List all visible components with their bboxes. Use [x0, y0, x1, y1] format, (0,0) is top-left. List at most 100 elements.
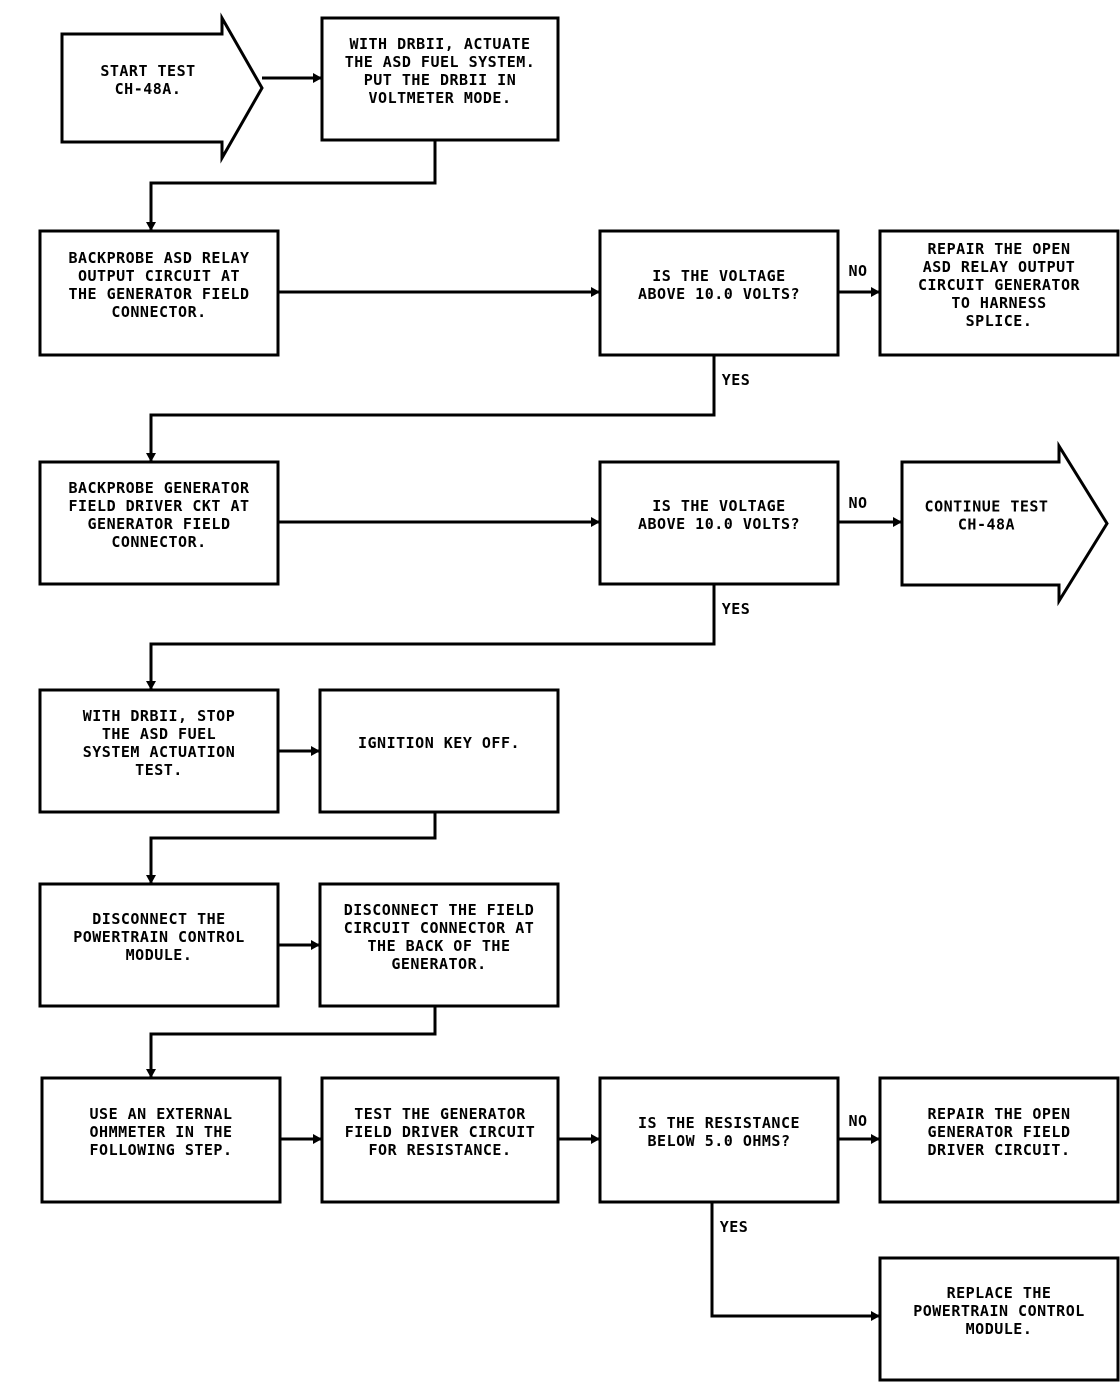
node-text-line: CONTINUE TEST	[925, 498, 1049, 516]
node-text-line: FOR RESISTANCE.	[369, 1141, 512, 1159]
node-text-line: TEST.	[135, 761, 183, 779]
arrowhead-icon	[146, 453, 156, 462]
connector-disconnect_pcm-to-disconnect_field	[278, 940, 320, 950]
node-text-line: CONNECTOR.	[111, 533, 206, 551]
node-text-line: DISCONNECT THE	[92, 910, 225, 928]
connector-q_voltage_2-to-stop_test	[146, 584, 716, 690]
connector-actuate-to-backprobe_relay	[146, 140, 437, 231]
connector-q_voltage_1-to-backprobe_driver	[146, 355, 716, 462]
arrowhead-icon	[591, 517, 600, 527]
arrowhead-icon	[146, 681, 156, 690]
flow-node-key_off: IGNITION KEY OFF.	[318, 688, 560, 814]
node-text-line: FIELD DRIVER CKT AT	[68, 497, 249, 515]
box-shape	[878, 229, 1120, 357]
node-text-line: BACKPROBE GENERATOR	[68, 479, 250, 497]
arrowhead-icon	[871, 1311, 880, 1321]
box-shape	[598, 1076, 840, 1204]
box-shape	[598, 229, 840, 357]
connector-q_voltage_1-to-repair_relay	[838, 287, 880, 297]
edge-label-yes: YES	[722, 371, 751, 389]
connector-line	[149, 1006, 437, 1078]
edge-label-no: NO	[848, 262, 867, 280]
box-shape	[878, 1256, 1120, 1382]
node-text-line: CH-48A	[958, 516, 1015, 534]
connector-ohmmeter-to-test_resistance	[280, 1134, 322, 1144]
arrow-shape	[900, 440, 1109, 607]
node-text-line: TEST THE GENERATOR	[354, 1105, 526, 1123]
node-text-line: DRIVER CIRCUIT.	[928, 1141, 1071, 1159]
node-text-line: ASD RELAY OUTPUT	[923, 258, 1076, 276]
node-text-line: IS THE VOLTAGE	[652, 267, 785, 285]
node-text-line: USE AN EXTERNAL	[90, 1105, 233, 1123]
connector-stop_test-to-key_off	[278, 746, 320, 756]
connector-q_resistance-to-replace_pcm	[710, 1202, 880, 1321]
node-text-line: THE GENERATOR FIELD	[68, 285, 249, 303]
connector-key_off-to-disconnect_pcm	[146, 812, 437, 884]
connector-q_resistance-to-repair_driver	[838, 1134, 880, 1144]
box-shape	[318, 882, 560, 1008]
node-text-line: CH-48A.	[115, 80, 182, 98]
box-shape	[320, 16, 560, 142]
node-text-line: POWERTRAIN CONTROL	[913, 1302, 1085, 1320]
connector-disconnect_field-to-ohmmeter	[146, 1006, 437, 1078]
connector-line	[149, 584, 716, 690]
box-shape	[318, 688, 560, 814]
node-text-line: REPAIR THE OPEN	[928, 1105, 1071, 1123]
node-text-line: BELOW 5.0 OHMS?	[648, 1132, 791, 1150]
connector-test_resistance-to-q_resistance	[558, 1134, 600, 1144]
connector-layer	[146, 73, 902, 1321]
node-text-line: FOLLOWING STEP.	[90, 1141, 233, 1159]
node-text-line: MODULE.	[126, 946, 193, 964]
node-text-line: SPLICE.	[966, 312, 1033, 330]
node-text-line: REPLACE THE	[947, 1284, 1052, 1302]
arrowhead-icon	[146, 875, 156, 884]
node-text-line: POWERTRAIN CONTROL	[73, 928, 245, 946]
box-shape	[878, 1076, 1120, 1204]
box-shape	[38, 229, 280, 357]
arrowhead-icon	[591, 1134, 600, 1144]
node-text-line: GENERATOR FIELD	[88, 515, 231, 533]
arrowhead-icon	[893, 517, 902, 527]
node-text-line: PUT THE DRBII IN	[364, 71, 517, 89]
node-text-line: WITH DRBII, STOP	[83, 707, 236, 725]
box-shape	[320, 1076, 560, 1204]
node-text-line: BACKPROBE ASD RELAY	[68, 249, 249, 267]
node-text-line: SYSTEM ACTUATION	[83, 743, 236, 761]
node-text-line: DISCONNECT THE FIELD	[344, 901, 535, 919]
node-text-line: THE BACK OF THE	[368, 937, 511, 955]
edge-label-no: NO	[848, 1112, 867, 1130]
arrowhead-icon	[311, 940, 320, 950]
connector-line	[149, 140, 437, 231]
arrowhead-icon	[871, 1134, 880, 1144]
arrowhead-icon	[591, 287, 600, 297]
connector-line	[149, 812, 437, 884]
edge-label-yes: YES	[720, 1218, 749, 1236]
node-text-line: VOLTMETER MODE.	[369, 89, 512, 107]
connector-backprobe_driver-to-q_voltage_2	[278, 517, 600, 527]
arrowhead-icon	[313, 1134, 322, 1144]
node-text-line: IS THE RESISTANCE	[638, 1114, 800, 1132]
box-shape	[40, 1076, 282, 1204]
arrowhead-icon	[311, 746, 320, 756]
arrowhead-icon	[313, 73, 322, 83]
node-text-line: MODULE.	[966, 1320, 1033, 1338]
connector-line	[149, 355, 716, 462]
node-text-line: FIELD DRIVER CIRCUIT	[345, 1123, 536, 1141]
connector-q_voltage_2-to-continue	[838, 517, 902, 527]
